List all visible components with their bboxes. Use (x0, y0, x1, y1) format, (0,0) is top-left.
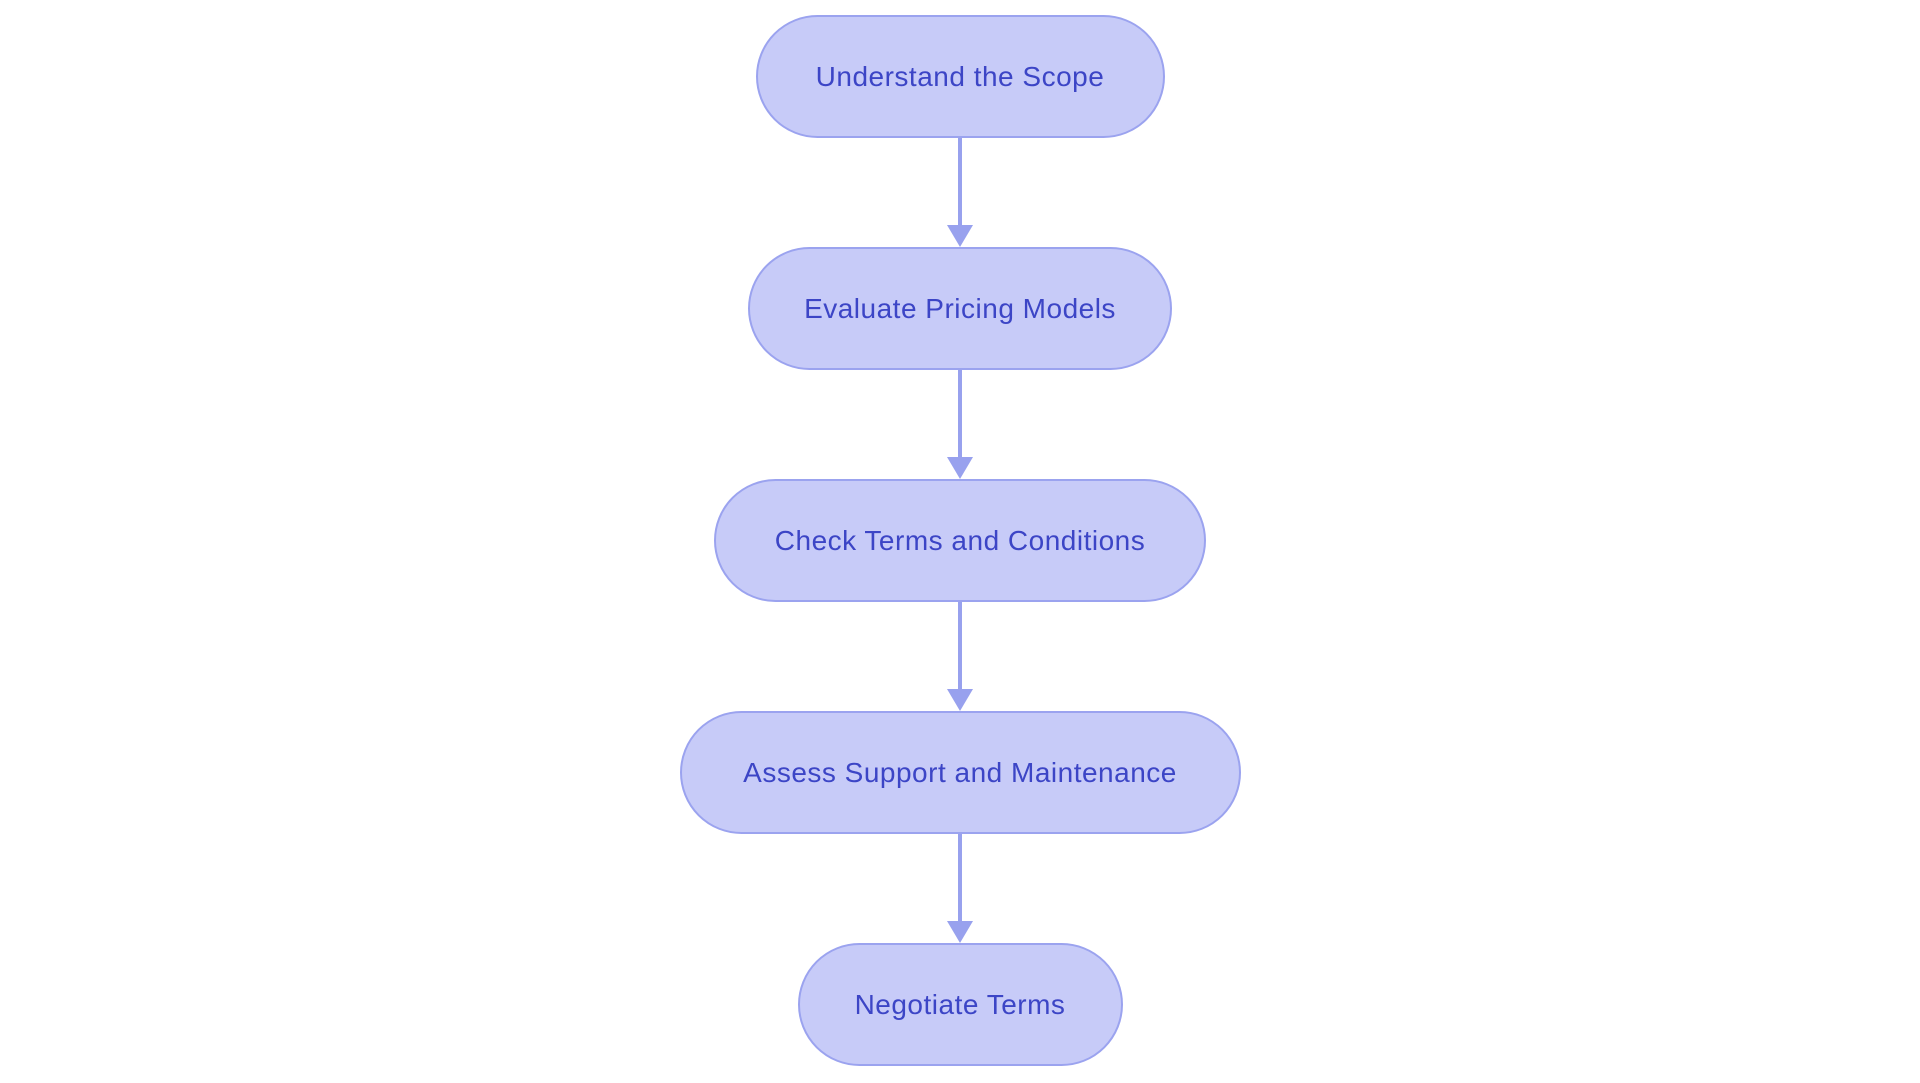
node-label: Assess Support and Maintenance (743, 756, 1177, 788)
arrow-line (958, 138, 962, 225)
node-assess-support-and-maintenance: Assess Support and Maintenance (679, 711, 1241, 834)
node-understand-the-scope: Understand the Scope (755, 15, 1165, 138)
arrow-down-icon (947, 225, 973, 247)
node-label: Negotiate Terms (854, 988, 1066, 1020)
node-evaluate-pricing-models: Evaluate Pricing Models (748, 247, 1172, 370)
arrow-line (958, 834, 962, 921)
arrow-down-icon (947, 689, 973, 711)
arrow-line (958, 602, 962, 689)
node-negotiate-terms: Negotiate Terms (797, 943, 1123, 1066)
edge-connector-1 (947, 138, 973, 247)
arrow-down-icon (947, 457, 973, 479)
arrow-line (958, 370, 962, 457)
node-label: Understand the Scope (815, 60, 1105, 92)
edge-connector-4 (947, 834, 973, 943)
edge-connector-3 (947, 602, 973, 711)
node-label: Evaluate Pricing Models (804, 292, 1116, 324)
edge-connector-2 (947, 370, 973, 479)
arrow-down-icon (947, 921, 973, 943)
node-check-terms-and-conditions: Check Terms and Conditions (714, 479, 1206, 602)
node-label: Check Terms and Conditions (774, 524, 1146, 556)
